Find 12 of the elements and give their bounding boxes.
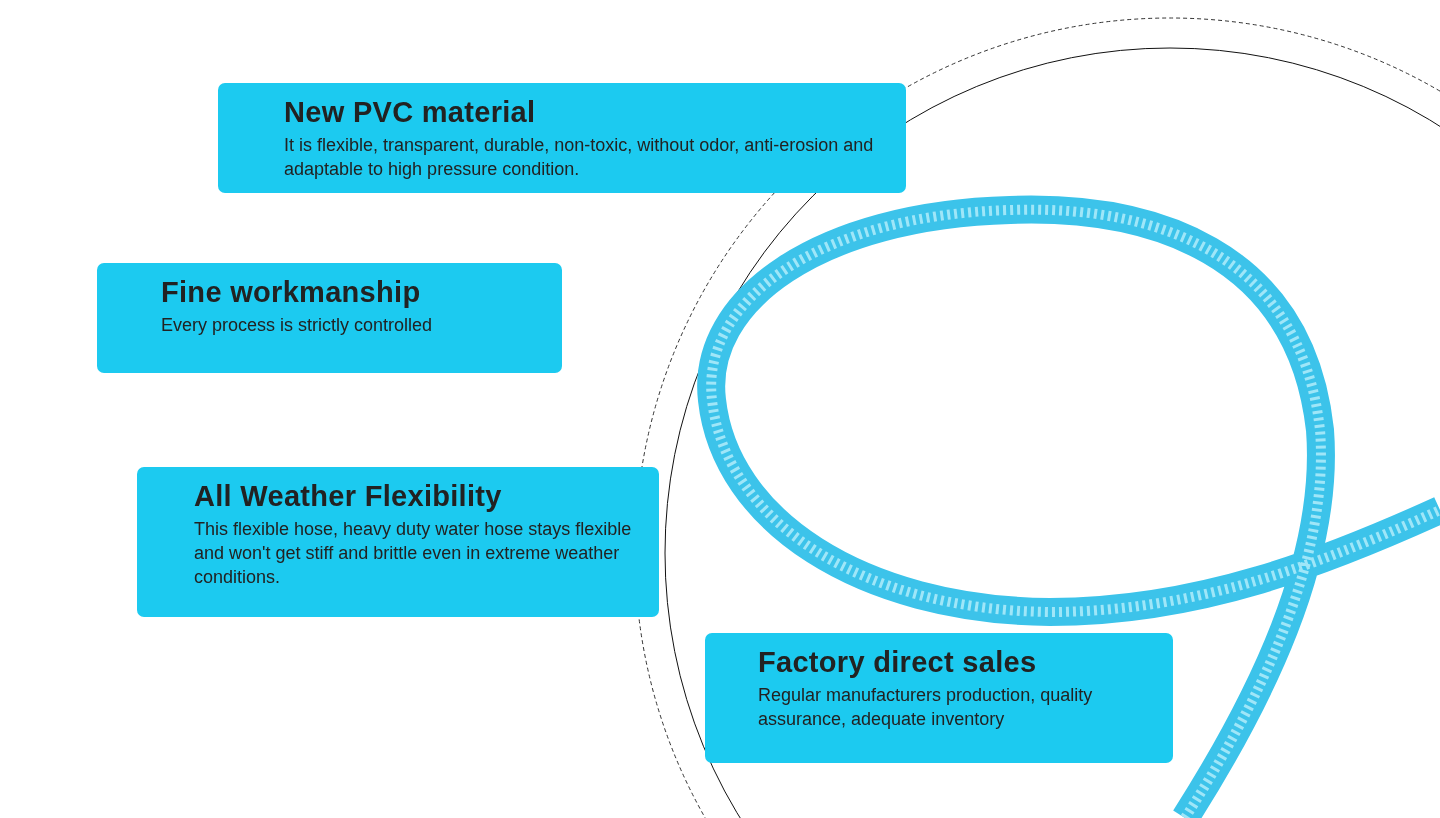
feature-description: Regular manufacturers production, quality assurance, adequate inventory <box>758 684 1094 731</box>
feature-heading: Factory direct sales <box>758 645 1038 679</box>
feature-heading: Fine workmanship <box>161 275 422 309</box>
feature-heading: New PVC material <box>284 95 537 129</box>
feature-description: It is flexible, transparent, durable, non-toxic, without odor, anti-erosion and adaptable to high pressure condition. <box>284 134 875 181</box>
feature-heading: All Weather Flexibility <box>194 479 503 513</box>
feature-card <box>218 83 906 193</box>
feature-card <box>705 633 1173 763</box>
feature-card <box>137 467 659 617</box>
feature-description: Every process is strictly controlled <box>161 314 434 337</box>
feature-description: This flexible hose, heavy duty water hose stays flexible and won't get stiff and brittle even in extreme weather conditions. <box>194 518 633 589</box>
feature-card <box>97 263 562 373</box>
